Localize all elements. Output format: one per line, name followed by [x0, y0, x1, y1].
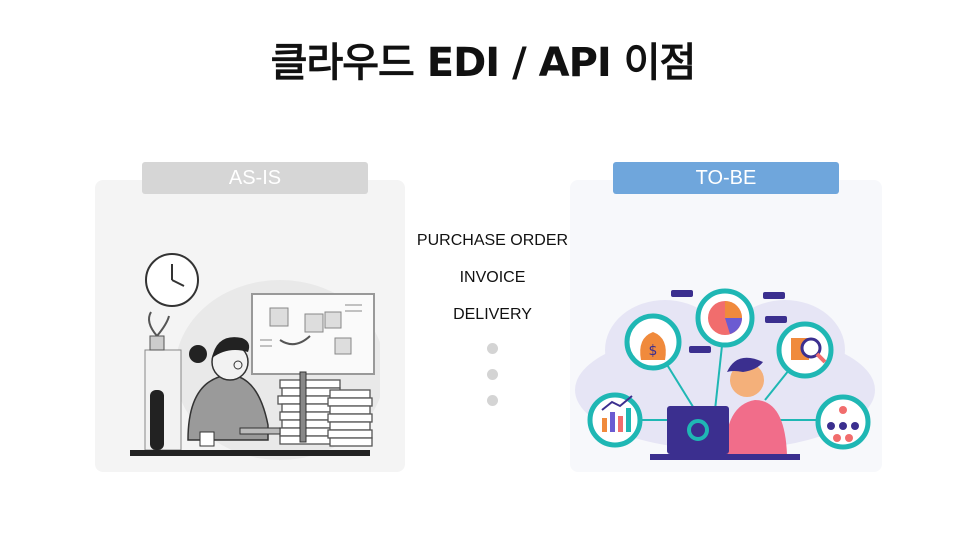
pie-chart-icon	[695, 288, 755, 348]
money-bag-icon: $	[624, 313, 682, 371]
flow-item-delivery: DELIVERY	[453, 306, 532, 323]
as-is-tag: AS-IS	[142, 162, 368, 194]
continuation-dot	[487, 369, 498, 380]
flow-item-invoice: INVOICE	[459, 269, 526, 286]
page-title: 클라우드 EDI / API 이점	[270, 40, 697, 86]
search-documents-icon	[776, 321, 834, 379]
busy-office-worker-illustration	[130, 253, 380, 460]
clock-icon	[145, 253, 199, 307]
continuation-dot	[487, 395, 498, 406]
bar-chart-icon	[587, 392, 643, 448]
org-chart-icon	[815, 394, 871, 450]
flow-item-purchase-order: PURCHASE ORDER	[416, 232, 569, 249]
continuation-dot	[487, 343, 498, 354]
connected-analytics-worker-illustration: $	[575, 288, 875, 460]
svg-text:$: $	[649, 343, 658, 359]
to-be-tag: TO-BE	[613, 162, 839, 194]
